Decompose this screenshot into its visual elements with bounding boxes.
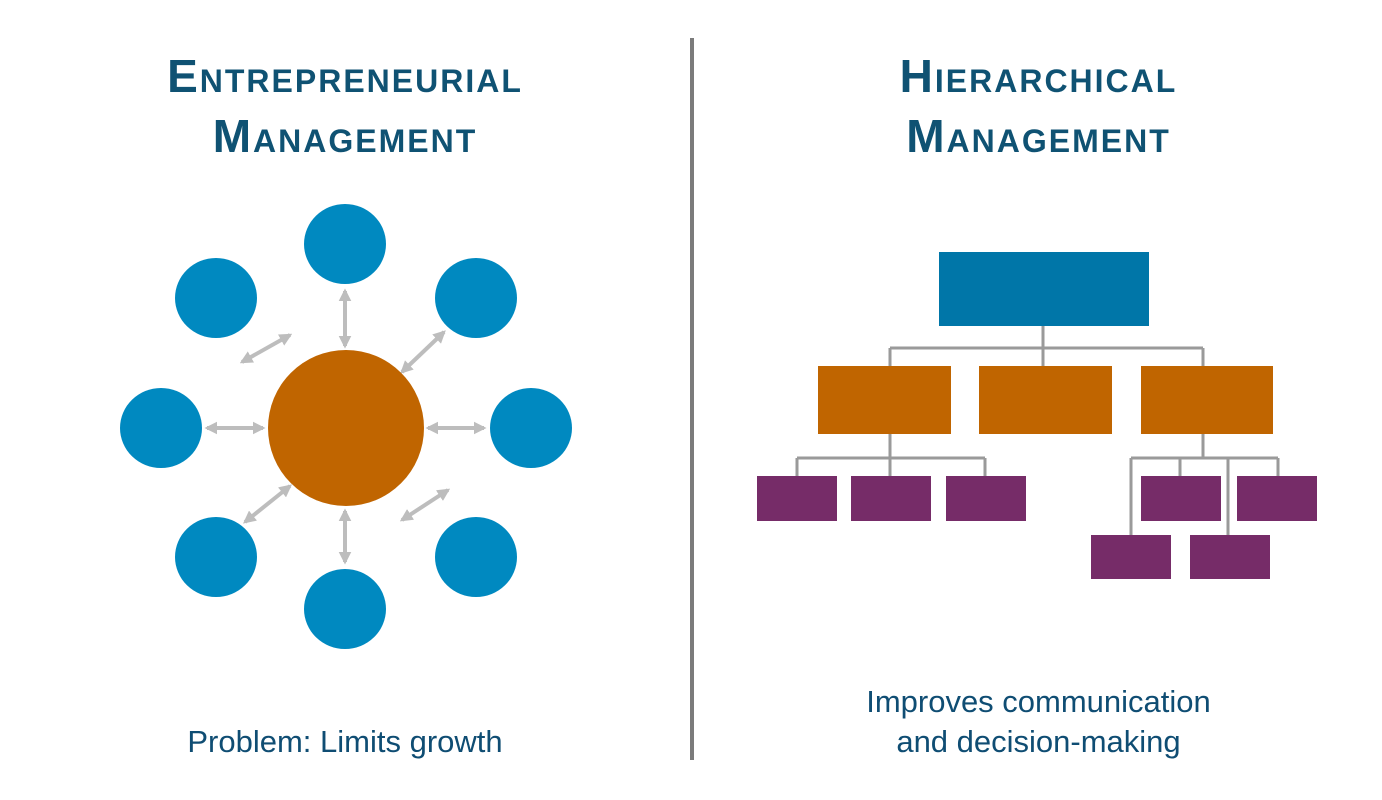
hierarchical-caption: Improves communication and decision-maki…	[695, 682, 1382, 762]
org-box-bottom-6	[1091, 535, 1171, 579]
hierarchical-title-line2: Management	[906, 110, 1171, 162]
hierarchical-title: Hierarchical Management	[695, 46, 1382, 166]
outer-circle-northeast	[435, 258, 517, 338]
outer-circle-southeast	[435, 517, 517, 597]
org-chart-connectors	[795, 326, 1280, 535]
hub-and-spoke-diagram	[120, 204, 572, 649]
hierarchical-panel: Hierarchical Management	[695, 0, 1382, 800]
entrepreneurial-panel: Entrepreneurial Management	[0, 0, 690, 800]
outer-circle-east	[490, 388, 572, 468]
entrepreneurial-caption: Problem: Limits growth	[187, 724, 503, 759]
org-box-middle-2	[979, 366, 1112, 434]
org-box-bottom-5	[1237, 476, 1317, 521]
arrow-southeast	[399, 488, 451, 522]
outer-circle-south	[304, 569, 386, 649]
entrepreneurial-title-line1: Entrepreneurial	[167, 50, 523, 102]
outer-circle-west	[120, 388, 202, 468]
entrepreneurial-title: Entrepreneurial Management	[0, 46, 690, 166]
org-box-bottom-2	[851, 476, 931, 521]
arrow-southwest	[243, 484, 292, 524]
org-box-bottom-7	[1190, 535, 1270, 579]
hierarchical-title-line1: Hierarchical	[899, 50, 1178, 102]
entrepreneurial-title-line2: Management	[212, 110, 478, 162]
org-box-top	[939, 252, 1149, 326]
arrow-northeast	[400, 330, 446, 374]
outer-circle-southwest	[175, 517, 257, 597]
org-box-bottom-1	[757, 476, 837, 521]
hierarchical-caption-line2: and decision-making	[896, 724, 1181, 759]
org-box-bottom-4	[1141, 476, 1221, 521]
org-box-middle-1	[818, 366, 951, 434]
arrow-northwest	[239, 333, 293, 364]
center-circle	[268, 350, 424, 506]
org-box-middle-3	[1141, 366, 1273, 434]
outer-circle-north	[304, 204, 386, 284]
panel-divider	[690, 38, 694, 760]
org-box-bottom-3	[946, 476, 1026, 521]
hierarchical-caption-line1: Improves communication	[866, 684, 1211, 719]
org-chart-diagram	[757, 252, 1317, 579]
outer-circle-northwest	[175, 258, 257, 338]
